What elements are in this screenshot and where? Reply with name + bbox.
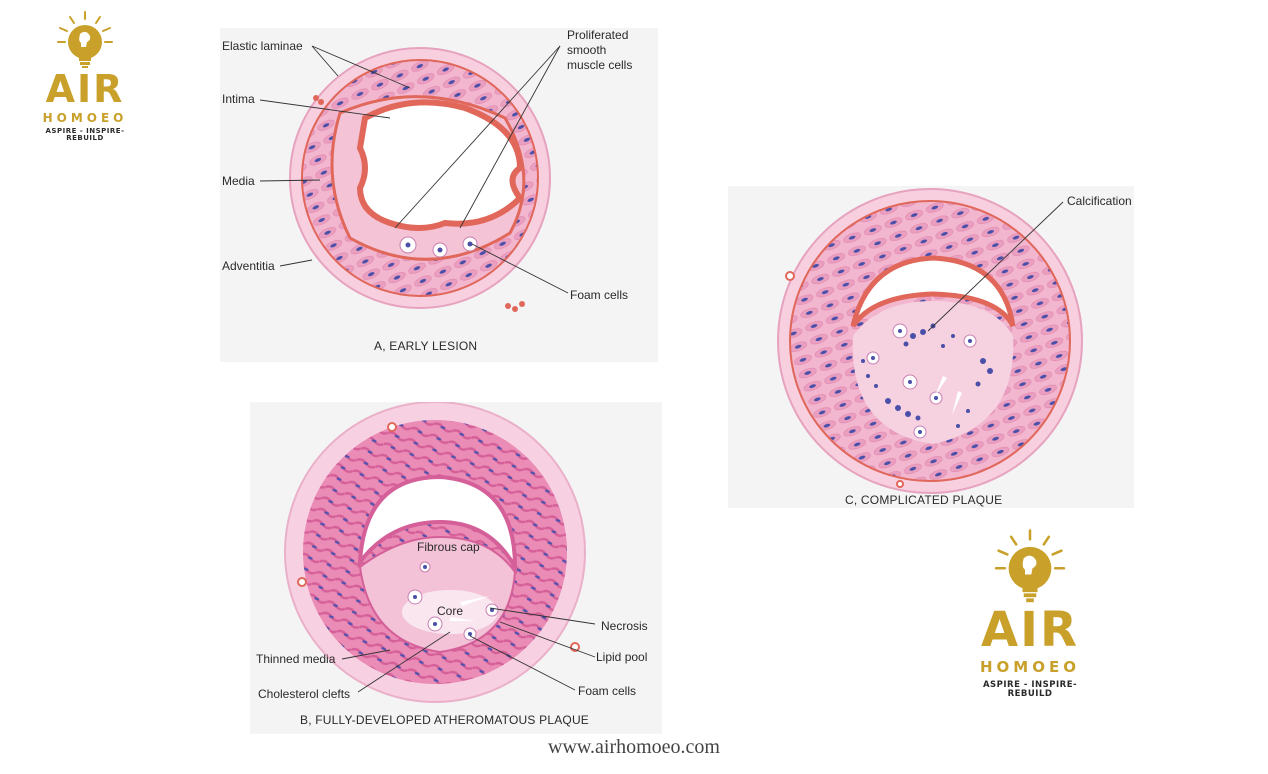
label-intima: Intima [222,92,255,106]
footer-website-url[interactable]: www.airhomoeo.com [548,736,720,758]
lightbulb-head-icon [57,11,113,68]
label-proliferated-line3: muscle cells [567,58,633,72]
logo-tagline: ASPIRE - INSPIRE- REBUILD [982,680,1078,699]
logo-name-text: HOMOEO [980,658,1080,676]
artery-early-lesion-illustration [259,45,569,312]
lumen [850,255,1016,328]
label-thinned-media: Thinned media [256,652,336,666]
label-fibrous-cap: Fibrous cap [417,540,480,554]
label-necrosis: Necrosis [601,619,648,633]
label-calcification: Calcification [1067,194,1132,208]
logo-name-text: HOMOEO [42,111,128,125]
brand-logo-top-left: AIR HOMOEO ASPIRE - INSPIRE- REBUILD [30,10,140,142]
artery-complicated-plaque-illustration [777,188,1083,494]
caption-complicated-plaque: C, COMPLICATED PLAQUE [845,493,1003,507]
label-cholesterol-clefts: Cholesterol clefts [258,687,351,701]
panel-early-lesion: Elastic laminae Intima Media Adventitia … [220,28,658,362]
label-core: Core [437,604,464,618]
lumen [357,474,518,575]
logo-brand-text: AIR [981,602,1079,658]
label-lipid-pool: Lipid pool [596,650,648,664]
label-proliferated-line2: smooth [567,43,607,57]
label-media: Media [222,174,255,188]
panel-complicated-plaque: Calcification C, COMPLICATED PLAQUE [728,186,1134,508]
logo-brand-text: AIR [45,67,125,111]
label-foam-cells: Foam cells [578,684,637,698]
logo-tagline: ASPIRE - INSPIRE- REBUILD [45,127,125,142]
lumen [356,99,524,231]
artery-atheromatous-plaque-illustration [284,402,596,703]
label-foam-cells: Foam cells [570,288,629,302]
label-proliferated-line1: Proliferated [567,28,629,42]
caption-atheromatous-plaque: B, FULLY-DEVELOPED ATHEROMATOUS PLAQUE [300,713,590,727]
caption-early-lesion: A, EARLY LESION [374,339,478,353]
lightbulb-head-icon [994,529,1066,603]
brand-logo-bottom-right: AIR HOMOEO ASPIRE - INSPIRE- REBUILD [960,528,1100,698]
panel-atheromatous-plaque: Fibrous cap Core Necrosis Lipid pool Thi… [250,402,662,734]
label-adventitia: Adventitia [222,259,275,273]
label-elastic-laminae: Elastic laminae [222,39,303,53]
